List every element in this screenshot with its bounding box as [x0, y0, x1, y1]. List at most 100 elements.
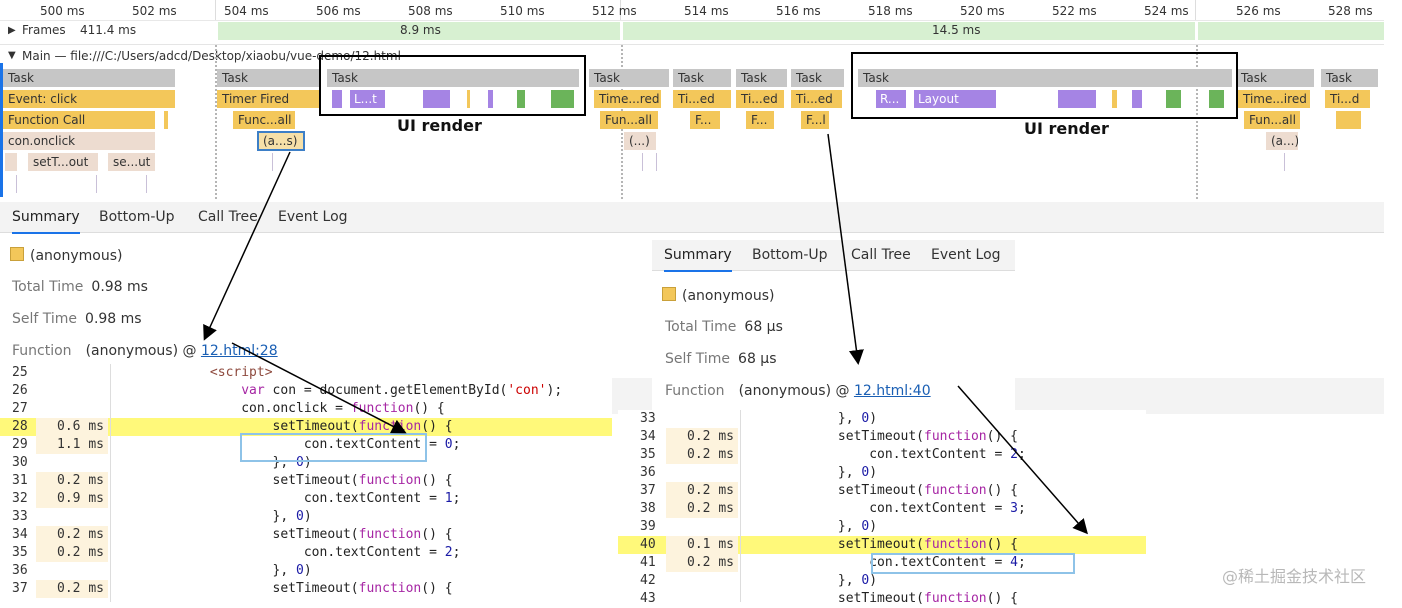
timer-fired-bar[interactable]: Time...ired: [1238, 90, 1310, 108]
expand-triangle-icon[interactable]: ▶: [8, 25, 16, 36]
line-timing: 0.2 ms: [36, 580, 108, 598]
function-call-bar[interactable]: [164, 111, 168, 129]
ruler-tick: 512 ms: [592, 4, 637, 18]
tab-event-log[interactable]: Event Log: [278, 209, 348, 225]
function-call-bar[interactable]: [1336, 111, 1361, 129]
rendering-bar[interactable]: [1058, 90, 1096, 108]
task-bar[interactable]: Task: [791, 69, 844, 87]
ruler-tick: 504 ms: [224, 4, 269, 18]
ruler-tick: 522 ms: [1052, 4, 1097, 18]
function-call-bar[interactable]: F...: [690, 111, 720, 129]
frame-duration: 411.4 ms: [80, 23, 137, 37]
task-bar[interactable]: Task: [3, 69, 175, 87]
timer-fired-bar[interactable]: Time...red: [594, 90, 661, 108]
source-text: con.textContent = 4;: [744, 555, 1026, 570]
line-timing: 1.1 ms: [36, 436, 108, 454]
tab-summary[interactable]: Summary: [664, 240, 732, 272]
rendering-bar[interactable]: [332, 90, 342, 108]
task-bar[interactable]: Task: [589, 69, 669, 87]
tab-call-tree[interactable]: Call Tree: [851, 247, 911, 263]
tab-event-log[interactable]: Event Log: [931, 247, 1001, 263]
task-bar[interactable]: Task: [858, 69, 1232, 87]
function-call-bar[interactable]: Func...all: [233, 111, 295, 129]
line-number: 36: [12, 563, 28, 578]
bottom-panel-tabs: Summary Bottom-Up Call Tree Event Log: [652, 240, 1015, 272]
source-text: con.textContent = 3;: [744, 501, 1026, 516]
tab-bottom-up[interactable]: Bottom-Up: [99, 209, 175, 225]
task-bar[interactable]: Task: [736, 69, 787, 87]
timer-fired-bar[interactable]: Timer Fired: [217, 90, 320, 108]
recalc-style-bar[interactable]: R...: [876, 90, 906, 108]
ruler-tick: 506 ms: [316, 4, 361, 18]
frame-bar[interactable]: [623, 22, 1195, 40]
task-bar[interactable]: Task: [673, 69, 731, 87]
con-onclick-bar[interactable]: con.onclick: [3, 132, 155, 150]
source-link[interactable]: 12.html:28: [200, 343, 278, 359]
settimeout-bar[interactable]: se...ut: [108, 153, 155, 171]
function-row: Function(anonymous) @ 12.html:28: [12, 343, 278, 359]
line-number: 32: [12, 491, 28, 506]
scripting-bar[interactable]: [467, 90, 470, 108]
timer-fired-bar[interactable]: Ti...d: [1325, 90, 1370, 108]
frame-duration: 8.9 ms: [400, 23, 441, 37]
line-number: 33: [12, 509, 28, 524]
code-line: 25 <script>: [0, 364, 612, 382]
task-bar[interactable]: Task: [327, 69, 579, 87]
rendering-bar[interactable]: [488, 90, 493, 108]
painting-bar[interactable]: [1209, 90, 1224, 108]
function-call-bar[interactable]: F...: [746, 111, 774, 129]
source-text: }, 0): [116, 563, 312, 578]
settimeout-bar[interactable]: [5, 153, 17, 171]
task-bar[interactable]: Task: [217, 69, 320, 87]
line-number: 33: [640, 411, 656, 426]
event-click-bar[interactable]: Event: click: [3, 90, 175, 108]
layout-bar[interactable]: Layout: [914, 90, 996, 108]
ui-render-annotation: UI render: [397, 116, 482, 135]
frames-track[interactable]: ▶ Frames 411.4 ms 8.9 ms 14.5 ms: [0, 20, 1384, 42]
function-call-bar[interactable]: Fun...all: [1244, 111, 1300, 129]
painting-bar[interactable]: [1166, 90, 1181, 108]
task-bar[interactable]: Task: [1321, 69, 1378, 87]
scripting-bar[interactable]: [1112, 90, 1117, 108]
frame-bar[interactable]: [1198, 22, 1384, 40]
frame-bar[interactable]: [218, 22, 620, 40]
summary-name: (anonymous): [30, 248, 123, 264]
source-code-left: 25 <script>26 var con = document.getElem…: [0, 364, 612, 602]
anonymous-function-bar[interactable]: (a...): [1266, 132, 1298, 150]
source-link[interactable]: 12.html:40: [853, 383, 931, 399]
function-call-bar[interactable]: Function Call: [3, 111, 155, 129]
timer-fired-bar[interactable]: Ti...ed: [736, 90, 784, 108]
function-call-bar[interactable]: Fun...all: [600, 111, 658, 129]
tab-call-tree[interactable]: Call Tree: [198, 209, 258, 225]
timer-fired-bar[interactable]: Ti...ed: [791, 90, 842, 108]
line-timing: 0.2 ms: [36, 544, 108, 562]
layout-bar[interactable]: L...t: [350, 90, 385, 108]
tab-bottom-up[interactable]: Bottom-Up: [752, 247, 828, 263]
event-marker: [96, 175, 97, 193]
code-highlight-box: [240, 433, 427, 462]
source-text: }, 0): [116, 509, 312, 524]
tab-summary[interactable]: Summary: [12, 202, 80, 234]
ui-render-highlight-box: [319, 55, 586, 116]
main-thread-track[interactable]: ▼ Main — file:///C:/Users/adcd/Desktop/x…: [0, 44, 1384, 199]
anonymous-function-bar-selected[interactable]: (a...s): [257, 131, 305, 151]
painting-bar[interactable]: [517, 90, 525, 108]
painting-bar[interactable]: [551, 90, 574, 108]
line-timing: 0.1 ms: [666, 536, 738, 554]
timer-fired-bar[interactable]: Ti...ed: [673, 90, 731, 108]
task-bar[interactable]: Task: [1236, 69, 1314, 87]
source-text: con.textContent = 2;: [116, 545, 461, 560]
collapse-triangle-icon[interactable]: ▼: [8, 50, 16, 61]
summary-panel-right: Summary Bottom-Up Call Tree Event Log (a…: [652, 238, 1015, 410]
function-call-bar[interactable]: F...l: [801, 111, 829, 129]
settimeout-bar[interactable]: setT...out: [28, 153, 98, 171]
anonymous-function-bar[interactable]: (...): [624, 132, 656, 150]
event-marker: [1284, 153, 1285, 171]
rendering-bar[interactable]: [423, 90, 450, 108]
source-text: con.textContent = 0;: [116, 437, 461, 452]
rendering-bar[interactable]: [1132, 90, 1142, 108]
